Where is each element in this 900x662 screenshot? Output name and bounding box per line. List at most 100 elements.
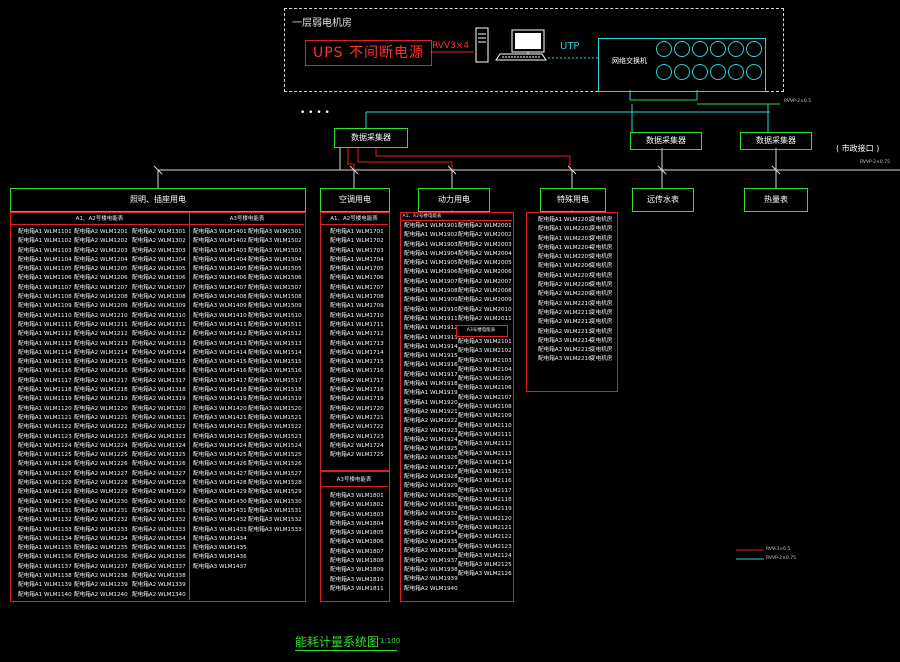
meter-entry: 配电箱A2 WLM1926 <box>404 455 458 462</box>
meter-entry: 配电箱A3 WLM1503 <box>248 247 302 254</box>
meter-entry: 配电箱A1 WLM1911 <box>404 315 458 322</box>
switch-port-icon <box>692 64 708 80</box>
meter-entry: 配电箱A3 WLM2107 <box>458 394 512 401</box>
meter-entry: 配电箱A3 WLM1406 <box>193 275 247 282</box>
meter-entry: 配电箱A2 WLM1323 <box>132 433 186 440</box>
meter-entry: 配电箱A1 WLM1711 <box>330 321 384 328</box>
computer-icon <box>475 27 547 63</box>
meter-entry: 配电箱A3 WLM1531 <box>248 507 302 514</box>
meter-entry: 配电箱A2 WLM1934 <box>404 529 458 536</box>
meter-entry: 配电箱A3 WLM2105 <box>458 376 512 383</box>
meter-entry: 变电机房 <box>590 254 613 261</box>
meter-entry: 配电箱A2 WLM1939 <box>404 576 458 583</box>
meter-entry: 配电箱A3 WLM1518 <box>248 387 302 394</box>
meter-entry: 配电箱A1 WLM1111 <box>18 321 72 328</box>
meter-entry: 配电箱A3 WLM1430 <box>193 498 247 505</box>
meter-entry: 配电箱A2 WLM1212 <box>74 331 128 338</box>
meter-entry: 配电箱A3 WLM1504 <box>248 256 302 263</box>
meter-entry: 配电箱A1 WLM1701 <box>330 229 384 235</box>
power-meter-panel <box>400 212 514 602</box>
meter-entry: 配电箱A3 WLM1805 <box>330 530 384 537</box>
meter-entry: 配电箱A2 WLM1303 <box>132 247 186 254</box>
meter-entry: 配电箱A2 WLM2007 <box>458 278 512 285</box>
meter-entry: 配电箱A3 WLM2111 <box>458 431 512 438</box>
meter-entry: 配电箱A2 WLM1316 <box>132 368 186 375</box>
meter-entry: 配电箱A3 WLM1419 <box>193 396 247 403</box>
meter-entry: 配电箱A3 WLM2216 <box>538 356 592 363</box>
meter-entry: 配电箱A3 WLM2112 <box>458 441 512 448</box>
meter-entry: 配电箱A3 WLM1422 <box>193 424 247 431</box>
meter-entry: 配电箱A3 WLM1404 <box>193 256 247 263</box>
meter-entry: 配电箱A2 WLM1238 <box>74 572 128 579</box>
meter-entry: 配电箱A1 WLM1906 <box>404 269 458 276</box>
meter-entry: 配电箱A2 WLM2212 <box>538 319 592 326</box>
meter-entry: 配电箱A3 WLM1402 <box>193 238 247 245</box>
city-interface-label: ( 市政接口 ) <box>836 144 880 153</box>
meter-entry: 配电箱A3 WLM1806 <box>330 539 384 546</box>
meter-entry: 配电箱A2 WLM1937 <box>404 557 458 564</box>
meter-entry: 配电箱A2 WLM1334 <box>132 535 186 542</box>
meter-entry: 配电箱A3 WLM2121 <box>458 524 512 531</box>
meter-entry: 配电箱A1 WLM1114 <box>18 349 72 356</box>
meter-entry: 变电机房 <box>590 356 613 363</box>
meter-entry: 配电箱A1 WLM2204 <box>538 244 592 251</box>
meter-entry: 变电机房 <box>590 309 613 316</box>
meter-entry: 配电箱A3 WLM1432 <box>193 517 247 524</box>
meter-entry: 配电箱A2 WLM1226 <box>74 461 128 468</box>
meter-entry: 配电箱A3 WLM1801 <box>330 493 384 499</box>
switch-port-icon <box>674 41 690 57</box>
meter-entry: 配电箱A2 WLM1214 <box>74 349 128 356</box>
meter-entry: 配电箱A2 WLM1306 <box>132 275 186 282</box>
meter-entry: 配电箱A3 WLM1429 <box>193 489 247 496</box>
meter-entry: 配电箱A3 WLM1509 <box>248 303 302 310</box>
meter-entry: 配电箱A3 WLM1527 <box>248 470 302 477</box>
meter-entry: 配电箱A2 WLM1232 <box>74 517 128 524</box>
meter-entry: 配电箱A2 WLM2009 <box>458 297 512 304</box>
meter-entry: 配电箱A2 WLM1240 <box>74 591 128 598</box>
meter-entry: 配电箱A3 WLM2101 <box>458 339 512 345</box>
meter-entry: 配电箱A2 WLM1301 <box>132 229 186 235</box>
meter-entry: 配电箱A3 WLM2124 <box>458 552 512 559</box>
category-special: 特殊用电 <box>540 188 606 212</box>
meter-entry: 配电箱A1 WLM1115 <box>18 359 72 366</box>
meter-entry: 配电箱A2 WLM1319 <box>132 396 186 403</box>
meter-entry: 配电箱A1 WLM1117 <box>18 377 72 384</box>
meter-entry: 配电箱A2 WLM1721 <box>330 414 384 421</box>
meter-entry: 配电箱A2 WLM1936 <box>404 548 458 555</box>
meter-entry: 配电箱A2 WLM1220 <box>74 405 128 412</box>
meter-entry: 配电箱A3 WLM1415 <box>193 359 247 366</box>
meter-entry: 配电箱A1 WLM1136 <box>18 554 72 561</box>
meter-entry: 配电箱A3 WLM1423 <box>193 433 247 440</box>
meter-entry: 配电箱A1 WLM1915 <box>404 353 458 360</box>
meter-entry: 配电箱A1 WLM1119 <box>18 396 72 403</box>
ac-subheader-a: A1、A2号楼电能表 <box>330 216 378 222</box>
meter-entry: 配电箱A1 WLM1138 <box>18 572 72 579</box>
meter-entry: 配电箱A3 WLM1428 <box>193 480 247 487</box>
category-power: 动力用电 <box>418 188 490 212</box>
switch-port-icon <box>692 41 708 57</box>
continuation-dots: • • • • <box>300 108 330 118</box>
meter-entry: 配电箱A2 WLM2005 <box>458 260 512 267</box>
machine-room-boundary <box>284 8 784 92</box>
meter-entry: 配电箱A1 WLM1708 <box>330 294 384 301</box>
switch-port-icon <box>656 41 672 57</box>
meter-entry: 配电箱A3 WLM1524 <box>248 442 302 449</box>
meter-entry: 配电箱A3 WLM1433 <box>193 526 247 533</box>
meter-entry: 配电箱A1 WLM1137 <box>18 563 72 570</box>
meter-entry: 配电箱A2 WLM1207 <box>74 284 128 291</box>
legend-red-label: RVV-3×0.5 <box>766 547 791 552</box>
meter-entry: 配电箱A2 WLM1335 <box>132 545 186 552</box>
tick-1 <box>153 165 163 175</box>
meter-entry: 配电箱A2 WLM1331 <box>132 507 186 514</box>
meter-entry: 配电箱A2 WLM1219 <box>74 396 128 403</box>
ups-box: UPS 不间断电源 <box>305 40 432 66</box>
meter-entry: 配电箱A2 WLM1236 <box>74 554 128 561</box>
tick-6 <box>771 165 781 175</box>
meter-entry: 配电箱A2 WLM1202 <box>74 238 128 245</box>
meter-entry: 配电箱A1 WLM1123 <box>18 433 72 440</box>
meter-entry: 配电箱A3 WLM1437 <box>193 563 247 570</box>
meter-entry: 配电箱A2 WLM1718 <box>330 387 384 394</box>
meter-entry: 配电箱A2 WLM1312 <box>132 331 186 338</box>
